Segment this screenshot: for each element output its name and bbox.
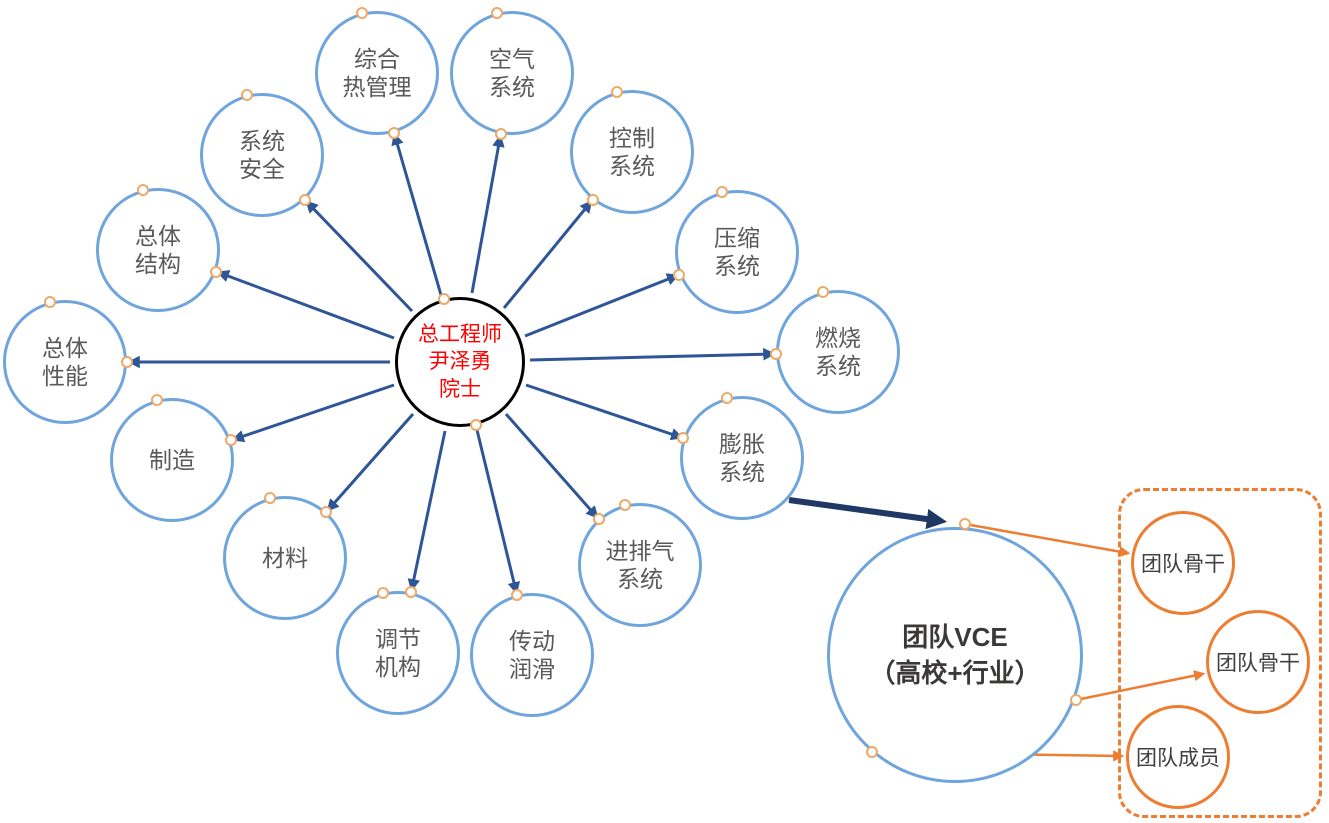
connector-dot xyxy=(673,269,685,281)
node-air-system: 空气 系统 xyxy=(450,11,574,135)
team-group-dashed-box xyxy=(1118,488,1322,818)
connector-dot xyxy=(770,348,782,360)
connector-dot xyxy=(716,186,728,198)
node-combustion-system: 燃烧 系统 xyxy=(776,290,900,414)
node-compression-system: 压缩 系统 xyxy=(675,190,799,314)
node-label-line: 润滑 xyxy=(509,656,555,682)
node-label-line: 安全 xyxy=(239,156,285,182)
node-label-line: 院士 xyxy=(439,377,481,401)
node-label-line: 空气 xyxy=(489,45,535,72)
node-label-line: 传动 xyxy=(509,627,555,654)
connector-dot xyxy=(438,293,450,305)
node-overall-performance: 总体 性能 xyxy=(3,300,127,424)
node-label-line: 团队VCE xyxy=(902,621,1008,652)
connector-dot xyxy=(611,86,623,98)
connector-dot xyxy=(151,394,163,406)
node-label-line: 压缩 xyxy=(714,224,760,251)
connector-dot xyxy=(121,356,133,368)
node-label-line: 性能 xyxy=(42,363,88,389)
node-team-member: 团队成员 xyxy=(1126,705,1230,809)
connector-dot xyxy=(817,286,829,298)
connector-dot xyxy=(405,586,417,598)
connector-dot xyxy=(470,419,482,431)
node-label-line: 系统 xyxy=(815,353,861,379)
node-team-vce: 团队VCE （高校+行业） xyxy=(827,527,1083,783)
node-chief-engineer: 总工程师 尹泽勇 院士 xyxy=(395,297,525,427)
connector-dot xyxy=(377,587,389,599)
connector-dot xyxy=(495,128,507,140)
node-regulation-mechanism: 调节 机构 xyxy=(336,591,460,715)
connector-dot xyxy=(264,492,276,504)
node-control-system: 控制 系统 xyxy=(570,90,694,214)
connector-dot xyxy=(491,7,503,19)
connector-dot xyxy=(320,506,332,518)
node-label-line: 总体 xyxy=(135,222,181,249)
node-intake-exhaust-system: 进排气 系统 xyxy=(578,503,702,627)
node-system-safety: 系统 安全 xyxy=(200,93,324,217)
node-label-line: 控制 xyxy=(609,124,655,151)
node-overall-structure: 总体 结构 xyxy=(96,188,220,312)
node-label-line: 团队骨干 xyxy=(1216,652,1300,675)
node-label-line: 制造 xyxy=(149,446,195,473)
node-label-line: 进排气 xyxy=(605,537,675,564)
connector-dot xyxy=(959,518,971,530)
connector-dot xyxy=(225,434,237,446)
node-label-line: 团队骨干 xyxy=(1141,553,1225,576)
node-label-line: 总体 xyxy=(42,334,88,361)
node-label-line: 综合 xyxy=(354,45,400,72)
node-manufacturing: 制造 xyxy=(110,398,234,522)
connector-dot xyxy=(593,513,605,525)
node-label-line: 尹泽勇 xyxy=(428,350,492,374)
connector-dot xyxy=(137,184,149,196)
connector-dot xyxy=(1070,694,1082,706)
connector-dot xyxy=(619,499,631,511)
node-label-line: 结构 xyxy=(135,251,181,277)
expansion-to-vce-arrow xyxy=(788,497,948,530)
node-label-line: 燃烧 xyxy=(815,324,861,351)
node-label-line: 系统 xyxy=(719,459,765,485)
connector-dot xyxy=(388,127,400,139)
node-team-backbone-2: 团队骨干 xyxy=(1206,610,1310,714)
connector-dot xyxy=(210,266,222,278)
connector-dot xyxy=(511,589,523,601)
node-label-line: 系统 xyxy=(714,253,760,279)
node-label-line: 材料 xyxy=(262,544,308,571)
connector-dot xyxy=(241,89,253,101)
node-label-line: 系统 xyxy=(609,153,655,179)
connector-dot xyxy=(356,7,368,19)
node-expansion-system: 膨胀 系统 xyxy=(680,396,804,520)
connector-dot xyxy=(587,194,599,206)
node-label-line: 调节 xyxy=(375,625,421,652)
node-label-line: 机构 xyxy=(375,654,421,680)
connector-dot xyxy=(721,392,733,404)
connector-dot xyxy=(866,746,878,758)
node-label-line: 总工程师 xyxy=(418,323,502,347)
node-label-line: 热管理 xyxy=(342,74,412,100)
node-label-line: 团队成员 xyxy=(1136,747,1220,770)
node-team-backbone-1: 团队骨干 xyxy=(1131,511,1235,615)
node-label-line: 系统 xyxy=(617,566,663,592)
node-thermal-management: 综合 热管理 xyxy=(315,11,439,135)
node-label-line: 系统 xyxy=(489,74,535,100)
node-label-line: 膨胀 xyxy=(719,430,765,457)
node-label-line: 系统 xyxy=(239,127,285,154)
connector-dot xyxy=(677,432,689,444)
connector-dot xyxy=(299,194,311,206)
node-label-line: （高校+行业） xyxy=(869,658,1041,688)
connector-dot xyxy=(44,296,56,308)
node-transmission-lubrication: 传动 润滑 xyxy=(470,593,594,717)
